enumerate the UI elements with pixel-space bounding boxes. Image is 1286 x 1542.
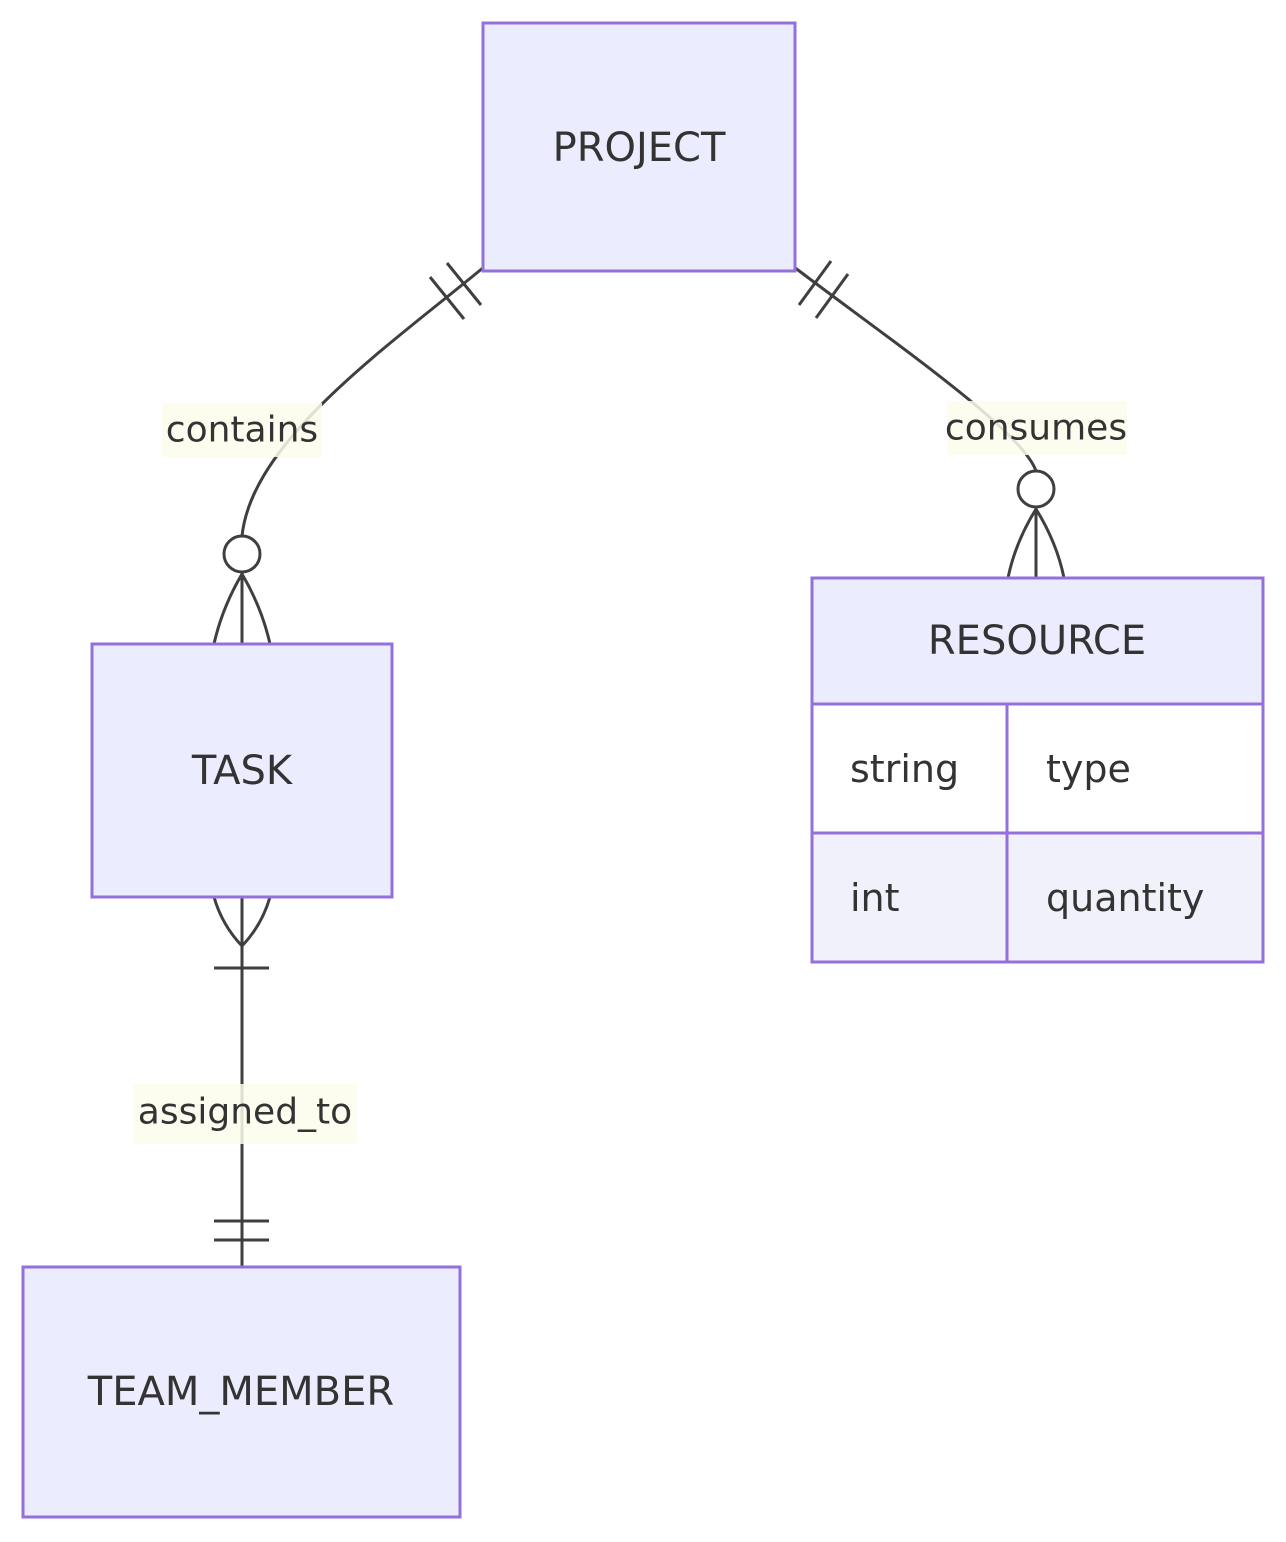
attr-type-text: string <box>850 747 959 791</box>
crow-foot-left <box>212 896 244 948</box>
assigned-to-label-text: assigned_to <box>138 1092 352 1133</box>
attr-name-cell <box>1005 831 1265 964</box>
contains-label-text: contains <box>166 410 318 451</box>
crow-foot-left <box>1006 508 1038 579</box>
task-box <box>90 642 394 899</box>
exactly-one-marker-team-member <box>214 1219 269 1242</box>
attr-type-cell <box>810 831 1009 964</box>
entity-task: TASK <box>90 642 394 899</box>
exactly-one-marker-project-left <box>428 262 483 320</box>
entity-resource: RESOURCE string type int quantity <box>810 576 1265 964</box>
entity-project: PROJECT <box>481 21 797 273</box>
consumes-label: consumes <box>945 401 1127 455</box>
crow-foot-right <box>1034 508 1066 579</box>
zero-or-many-marker-resource <box>1006 469 1066 579</box>
assigned-to-label-bg <box>133 1084 357 1144</box>
resource-attribute-row: string type <box>810 702 1265 835</box>
one-tick <box>814 273 850 319</box>
zero-circle <box>1016 469 1056 509</box>
consumes-label-bg <box>947 401 1127 455</box>
exactly-one-marker-project-right <box>797 260 850 319</box>
attr-name-text: type <box>1046 747 1131 791</box>
one-tick <box>428 276 466 320</box>
crow-foot-left <box>212 573 244 645</box>
one-or-many-marker-task <box>212 896 272 970</box>
contains-label-bg <box>162 403 322 457</box>
project-box <box>481 21 797 273</box>
contains-relationship-line <box>240 265 485 537</box>
attr-name-cell <box>1005 702 1265 835</box>
entity-team-member: TEAM_MEMBER <box>21 1265 462 1519</box>
team-member-name: TEAM_MEMBER <box>87 1369 394 1415</box>
assigned-to-label: assigned_to <box>133 1084 357 1144</box>
zero-circle <box>222 534 262 574</box>
relationship-consumes: consumes <box>793 260 1127 579</box>
consumes-label-text: consumes <box>945 408 1127 449</box>
team-member-box <box>21 1265 462 1519</box>
resource-name: RESOURCE <box>928 618 1146 664</box>
resource-header-box <box>810 576 1265 706</box>
attr-type-text: int <box>850 876 900 920</box>
project-name: PROJECT <box>553 125 726 171</box>
relationship-assigned-to: assigned_to <box>133 896 357 1267</box>
crow-foot-right <box>240 573 272 645</box>
crow-foot-right <box>240 896 272 948</box>
one-tick <box>445 262 483 306</box>
task-name: TASK <box>191 748 294 794</box>
resource-attribute-row: int quantity <box>810 831 1265 964</box>
zero-or-many-marker-task <box>212 534 272 645</box>
one-tick <box>797 260 833 306</box>
attr-name-text: quantity <box>1046 876 1204 920</box>
relationship-contains: contains <box>162 262 485 645</box>
contains-label: contains <box>162 403 322 457</box>
